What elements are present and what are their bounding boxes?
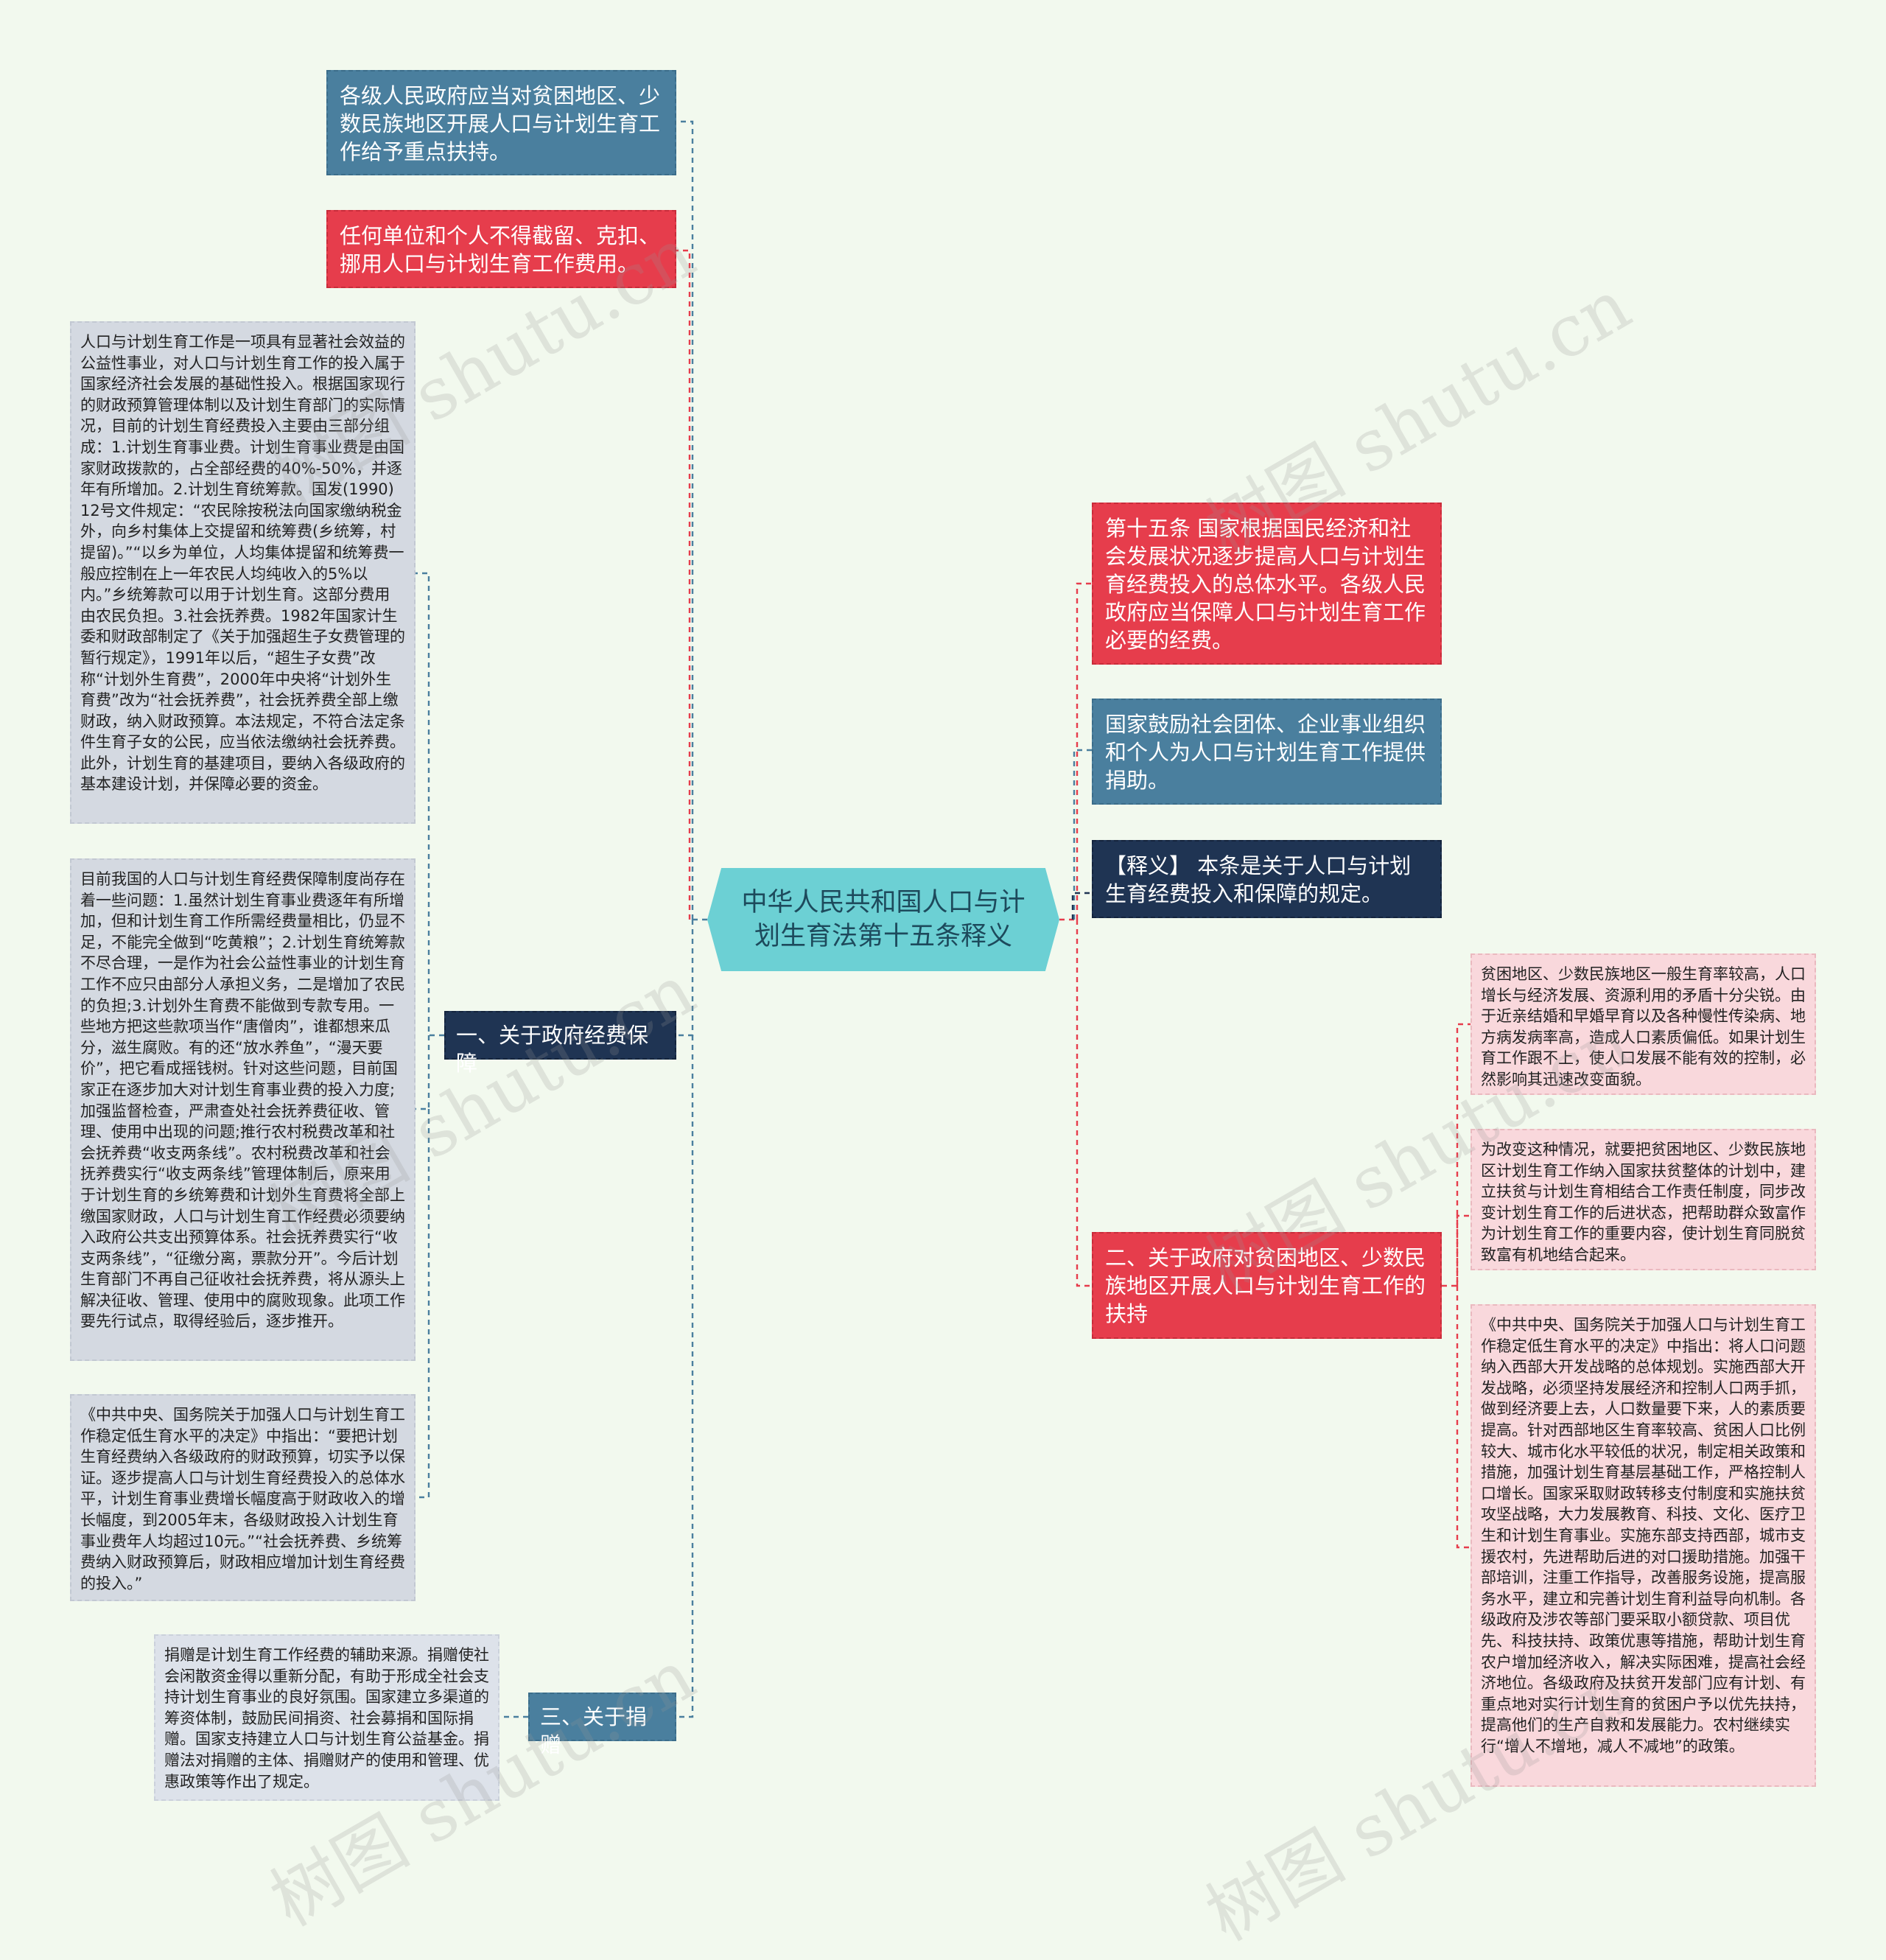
branch-2-detail-1[interactable]: 贫困地区、少数民族地区一般生育率较高，人口增长与经济发展、资源利用的矛盾十分尖锐…	[1470, 953, 1816, 1095]
branch-2-detail-2[interactable]: 为改变这种情况，就要把贫困地区、少数民族地区计划生育工作纳入国家扶贫整体的计划中…	[1470, 1129, 1816, 1270]
link-branch2-detail3	[1456, 1286, 1470, 1549]
branch-1-detail-3[interactable]: 《中共中央、国务院关于加强人口与计划生育工作稳定低生育水平的决定》中指出：“要把…	[70, 1394, 416, 1601]
node-article[interactable]: 第十五条 国家根据国民经济和社会发展状况逐步提高人口与计划生育经费投入的总体水平…	[1092, 503, 1442, 665]
central-topic-title: 中华人民共和国人口与计划生育法第十五条释义	[741, 888, 1026, 951]
branch-3-detail[interactable]: 捐赠是计划生育工作经费的辅助来源。捐赠使社会闲散资金得以重新分配，有助于形成全社…	[154, 1634, 499, 1801]
branch-1-detail-1[interactable]: 人口与计划生育工作是一项具有显著社会效益的公益性事业，对人口与计划生育工作的投入…	[70, 321, 416, 824]
link-left-branch1	[676, 920, 694, 1037]
node-top-red[interactable]: 任何单位和个人不得截留、克扣、挪用人口与计划生育工作费用。	[326, 210, 676, 288]
node-encourage[interactable]: 国家鼓励社会团体、企业事业组织和个人为人口与计划生育工作提供捐助。	[1092, 699, 1442, 805]
link-left-trunk-top-blue	[676, 120, 694, 920]
link-branch1-detail2	[416, 1035, 430, 1110]
link-left-trunk-top-red	[676, 249, 691, 920]
node-interpretation[interactable]: 【释义】 本条是关于人口与计划生育经费投入和保障的规定。	[1092, 840, 1442, 918]
link-left-branch3	[676, 1035, 694, 1718]
branch-3-label[interactable]: 三、关于捐赠	[528, 1693, 676, 1757]
link-right-interpretation	[1071, 892, 1092, 920]
connector-lines	[416, 120, 1470, 1718]
branch-2-label[interactable]: 二、关于政府对贫困地区、少数民族地区开展人口与计划生育工作的扶持	[1092, 1232, 1442, 1339]
node-top-blue[interactable]: 各级人民政府应当对贫困地区、少数民族地区开展人口与计划生育工作给予重点扶持。	[326, 70, 676, 175]
link-right-article	[1076, 582, 1092, 920]
branch-1-label[interactable]: 一、关于政府经费保障	[444, 1011, 676, 1076]
link-right-branch2	[1076, 920, 1092, 1287]
central-topic[interactable]: 中华人民共和国人口与计划生育法第十五条释义	[707, 868, 1059, 971]
branch-1-detail-2[interactable]: 目前我国的人口与计划生育经费保障制度尚存在着一些问题：1.虽然计划生育事业费逐年…	[70, 858, 416, 1361]
link-branch1-detail3	[416, 1109, 430, 1499]
branch-2-detail-3[interactable]: 《中共中央、国务院关于加强人口与计划生育工作稳定低生育水平的决定》中指出：将人口…	[1470, 1304, 1816, 1787]
link-branch2-details	[1442, 1023, 1470, 1287]
link-branch1-details	[416, 572, 444, 1037]
link-branch2-detail2	[1456, 1214, 1470, 1286]
